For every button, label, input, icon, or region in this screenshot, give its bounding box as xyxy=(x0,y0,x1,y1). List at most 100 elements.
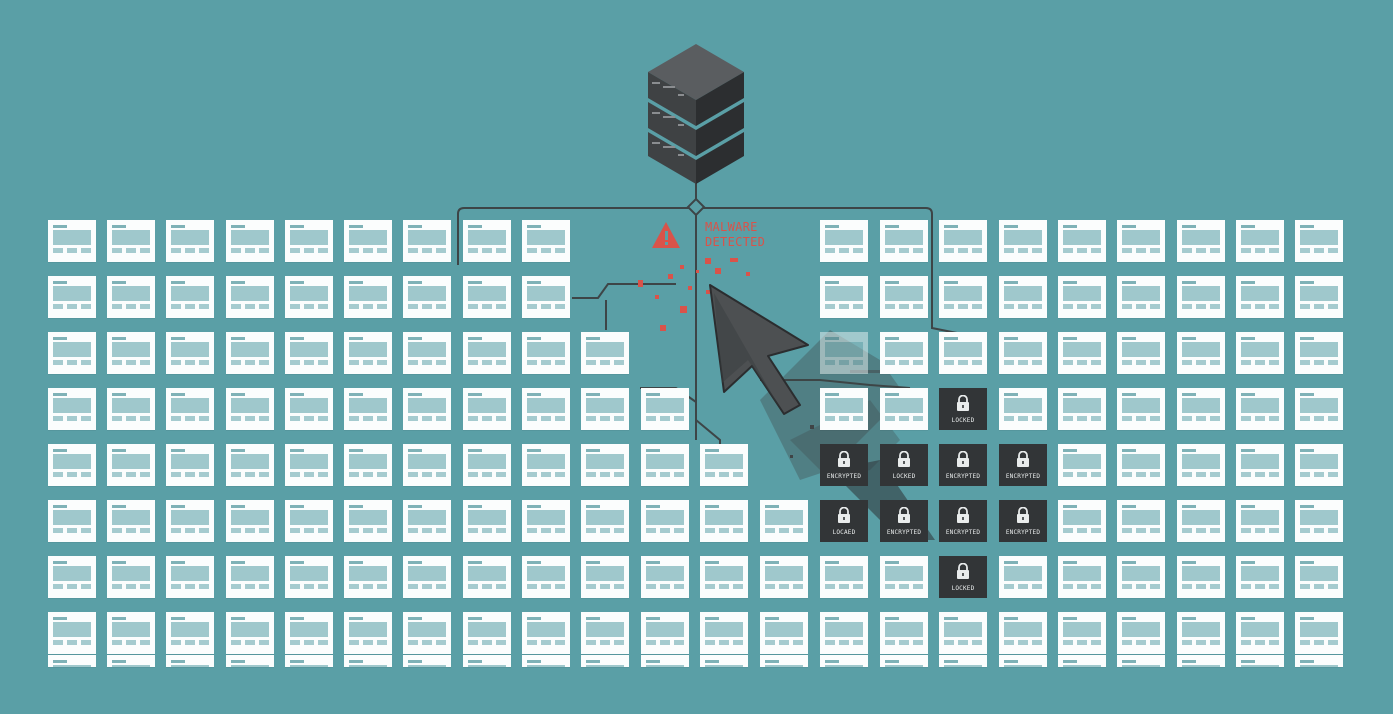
locked-file-tile: ENCRYPTED xyxy=(820,444,868,486)
file-tile-cell xyxy=(422,528,432,533)
file-tile-cell xyxy=(1091,248,1101,253)
file-tile-cell xyxy=(245,360,255,365)
file-tile-cell xyxy=(1269,528,1279,533)
file-tile-header xyxy=(646,561,660,564)
file-tile-cell xyxy=(705,584,715,589)
file-tile-cell xyxy=(318,360,328,365)
file-tile-cell xyxy=(793,584,803,589)
file-tile-body xyxy=(231,230,269,245)
file-tile-cell xyxy=(304,360,314,365)
file-tile xyxy=(641,500,689,542)
file-tile xyxy=(285,276,333,318)
file-tile xyxy=(1058,500,1106,542)
file-tile-cell xyxy=(839,248,849,253)
file-tile-header xyxy=(1182,225,1196,228)
file-tile-body xyxy=(1241,342,1279,357)
file-tile-body xyxy=(1122,230,1160,245)
file-tile-cell xyxy=(555,304,565,309)
file-tile-cell xyxy=(53,360,63,365)
file-tile-cell xyxy=(231,304,241,309)
file-tile-cell xyxy=(527,528,537,533)
file-tile-header xyxy=(468,660,482,663)
file-tile-cell xyxy=(112,304,122,309)
file-tile-cell xyxy=(1210,472,1220,477)
file-tile-cell xyxy=(555,360,565,365)
file-tile-header xyxy=(885,225,899,228)
file-tile-cell xyxy=(1150,528,1160,533)
file-tile-header xyxy=(408,337,422,340)
file-tile-header xyxy=(885,660,899,663)
file-tile-body xyxy=(944,230,982,245)
file-tile-cell xyxy=(660,416,670,421)
file-tile-body xyxy=(1063,398,1101,413)
file-tile-cell xyxy=(1269,360,1279,365)
file-tile xyxy=(1117,332,1165,374)
file-tile-cell xyxy=(527,360,537,365)
file-tile-cell xyxy=(290,360,300,365)
file-tile-header xyxy=(1182,281,1196,284)
file-tile xyxy=(107,655,155,667)
file-tile-body xyxy=(765,622,803,637)
file-tile-body xyxy=(468,665,506,667)
file-tile-header xyxy=(231,225,245,228)
file-tile-cell xyxy=(1032,416,1042,421)
file-tile-header xyxy=(825,561,839,564)
file-tile-cell xyxy=(53,472,63,477)
file-tile-cell xyxy=(1328,528,1338,533)
file-tile-cell xyxy=(1328,248,1338,253)
file-tile-header xyxy=(53,561,67,564)
file-tile-header xyxy=(1004,561,1018,564)
file-tile xyxy=(344,556,392,598)
file-tile-cell xyxy=(586,360,596,365)
padlock-icon xyxy=(957,451,969,467)
file-tile-cell xyxy=(958,248,968,253)
file-tile-header xyxy=(1241,617,1255,620)
file-tile-cell xyxy=(1241,640,1251,645)
file-tile-cell xyxy=(1004,360,1014,365)
file-tile-header xyxy=(1122,281,1136,284)
file-tile-header xyxy=(1004,393,1018,396)
file-tile-body xyxy=(290,398,328,413)
file-tile xyxy=(285,444,333,486)
file-tile xyxy=(820,220,868,262)
file-tile xyxy=(48,332,96,374)
file-tile-cell xyxy=(779,640,789,645)
file-tile-cell xyxy=(913,584,923,589)
file-tile-body xyxy=(349,622,387,637)
file-tile-cell xyxy=(81,528,91,533)
file-tile-cell xyxy=(436,472,446,477)
file-tile xyxy=(760,612,808,654)
file-tile-cell xyxy=(259,528,269,533)
file-tile-cell xyxy=(259,584,269,589)
file-tile xyxy=(226,276,274,318)
file-tile-cell xyxy=(496,584,506,589)
file-tile-body xyxy=(1122,510,1160,525)
file-tile-header xyxy=(231,393,245,396)
file-tile-body xyxy=(1300,286,1338,301)
file-tile-body xyxy=(1063,665,1101,667)
file-tile-body xyxy=(586,398,624,413)
file-tile-cell xyxy=(779,584,789,589)
locked-file-tile: ENCRYPTED xyxy=(999,444,1047,486)
file-tile xyxy=(107,220,155,262)
wire-down xyxy=(695,419,721,446)
file-tile-body xyxy=(290,510,328,525)
file-tile-cell xyxy=(1018,304,1028,309)
file-tile xyxy=(880,276,928,318)
file-tile-cell xyxy=(1018,584,1028,589)
padlock-icon xyxy=(838,451,850,467)
file-tile-header xyxy=(171,337,185,340)
file-tile-body xyxy=(646,398,684,413)
file-tile-body xyxy=(1004,230,1042,245)
file-tile-cell xyxy=(53,584,63,589)
file-tile-header xyxy=(231,617,245,620)
file-tile xyxy=(403,500,451,542)
file-tile-cell xyxy=(541,360,551,365)
file-tile xyxy=(641,388,689,430)
file-tile-cell xyxy=(1210,640,1220,645)
file-tile-cell xyxy=(408,360,418,365)
file-tile xyxy=(463,444,511,486)
file-tile-cell xyxy=(468,584,478,589)
file-tile-body xyxy=(1300,665,1338,667)
padlock-icon xyxy=(1017,507,1029,523)
